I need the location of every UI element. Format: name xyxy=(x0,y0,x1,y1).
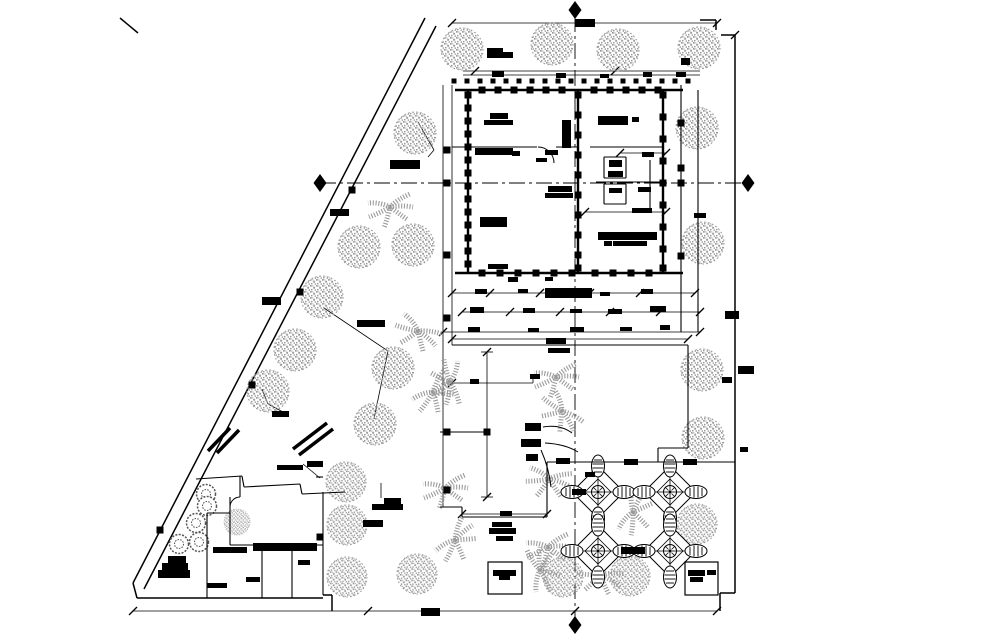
building-columns xyxy=(156,86,685,541)
dimension-lines xyxy=(133,22,717,612)
axis-centerlines xyxy=(320,16,742,620)
hatch-slashes xyxy=(206,421,335,457)
text-blobs xyxy=(158,19,754,616)
colonnade-dots xyxy=(451,78,691,84)
wall-solids xyxy=(562,120,571,148)
interior-partitions xyxy=(195,85,735,598)
legend-boxes xyxy=(487,561,719,596)
